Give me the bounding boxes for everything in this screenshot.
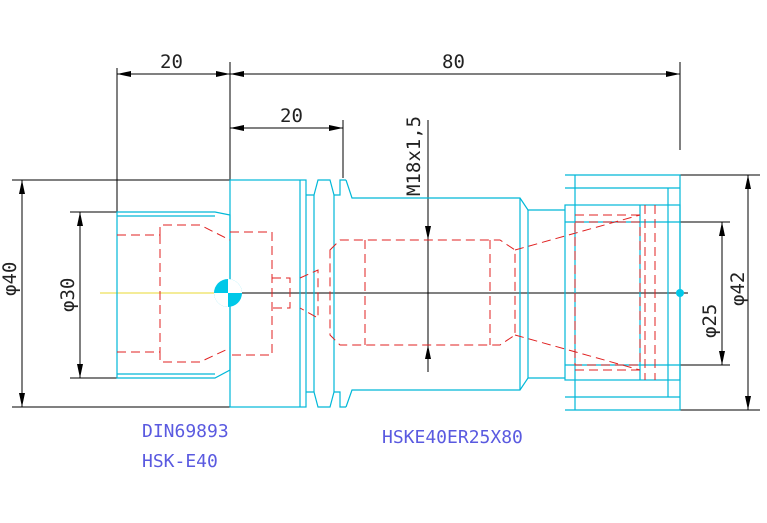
dim-length-left: 20 (160, 51, 183, 73)
dim-thread: M18x1,5 (403, 116, 425, 196)
caption-interface: HSK-E40 (142, 451, 218, 472)
caption-standard: DIN69893 (142, 421, 229, 442)
center-marker-icon (214, 279, 242, 307)
dim-length-total: 80 (442, 51, 465, 73)
dimension-arrows (19, 71, 751, 410)
dim-length-neck: 20 (280, 105, 303, 127)
dim-diameter-40: φ40 (0, 262, 21, 296)
hidden-lines (117, 205, 656, 380)
caption-part-number: HSKE40ER25X80 (382, 427, 523, 448)
dim-diameter-25: φ25 (699, 304, 721, 338)
dim-diameter-42: φ42 (727, 272, 749, 306)
dim-diameter-30: φ30 (57, 278, 79, 312)
dimension-lines (12, 62, 760, 411)
end-marker-icon (676, 289, 684, 297)
